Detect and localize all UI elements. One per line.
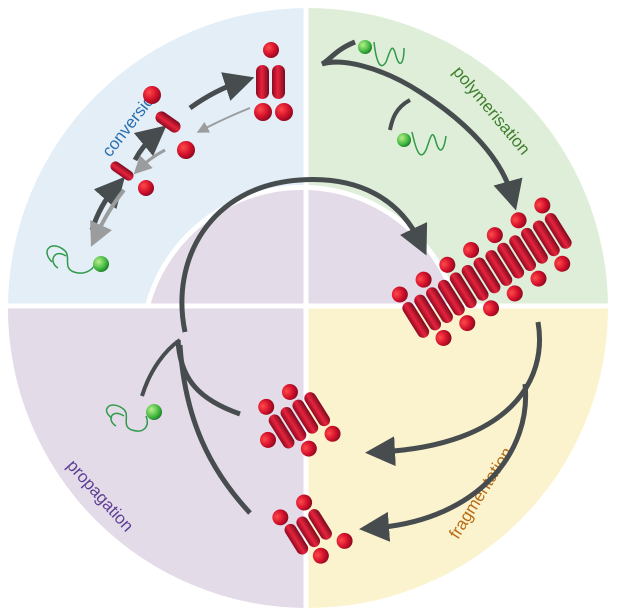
protein-fibril [391,197,572,346]
polymerisation-pathway [320,39,572,346]
fragmentation-pathway [258,321,542,564]
protein-fragment-large [258,384,341,457]
conversion-reverse-arrow-1 [196,107,251,133]
propagation-pathway [105,338,252,515]
quadrant-fragmentation [308,308,608,608]
monomer-strand-icon [105,404,148,432]
protein-intermediate-2 [155,111,181,133]
protein-fragment-small [272,494,353,564]
propagation-arc-3 [140,338,182,397]
polymerisation-arrow [320,39,523,211]
conversion-reverse-arrow-3 [90,188,126,247]
protein-intermediate-1 [110,161,134,181]
propagation-to-fibril-arrow [179,177,428,333]
monomer-head-icon [358,40,372,54]
monomer-head-icon [146,404,162,420]
conversion-pathway [46,42,293,274]
monomer-head-icon [397,133,411,147]
conversion-arrow-3 [188,72,255,111]
monomer-head-icon [93,256,109,272]
protein-dimer [254,42,293,121]
inner-propagation-region [8,187,456,608]
monomer-strand-icon [46,245,97,274]
conversion-reverse-arrow-2 [133,148,166,175]
fragmentation-arrow-2 [359,383,529,542]
fragmentation-arrow-1 [365,321,542,467]
propagation-arc-2 [177,344,252,515]
